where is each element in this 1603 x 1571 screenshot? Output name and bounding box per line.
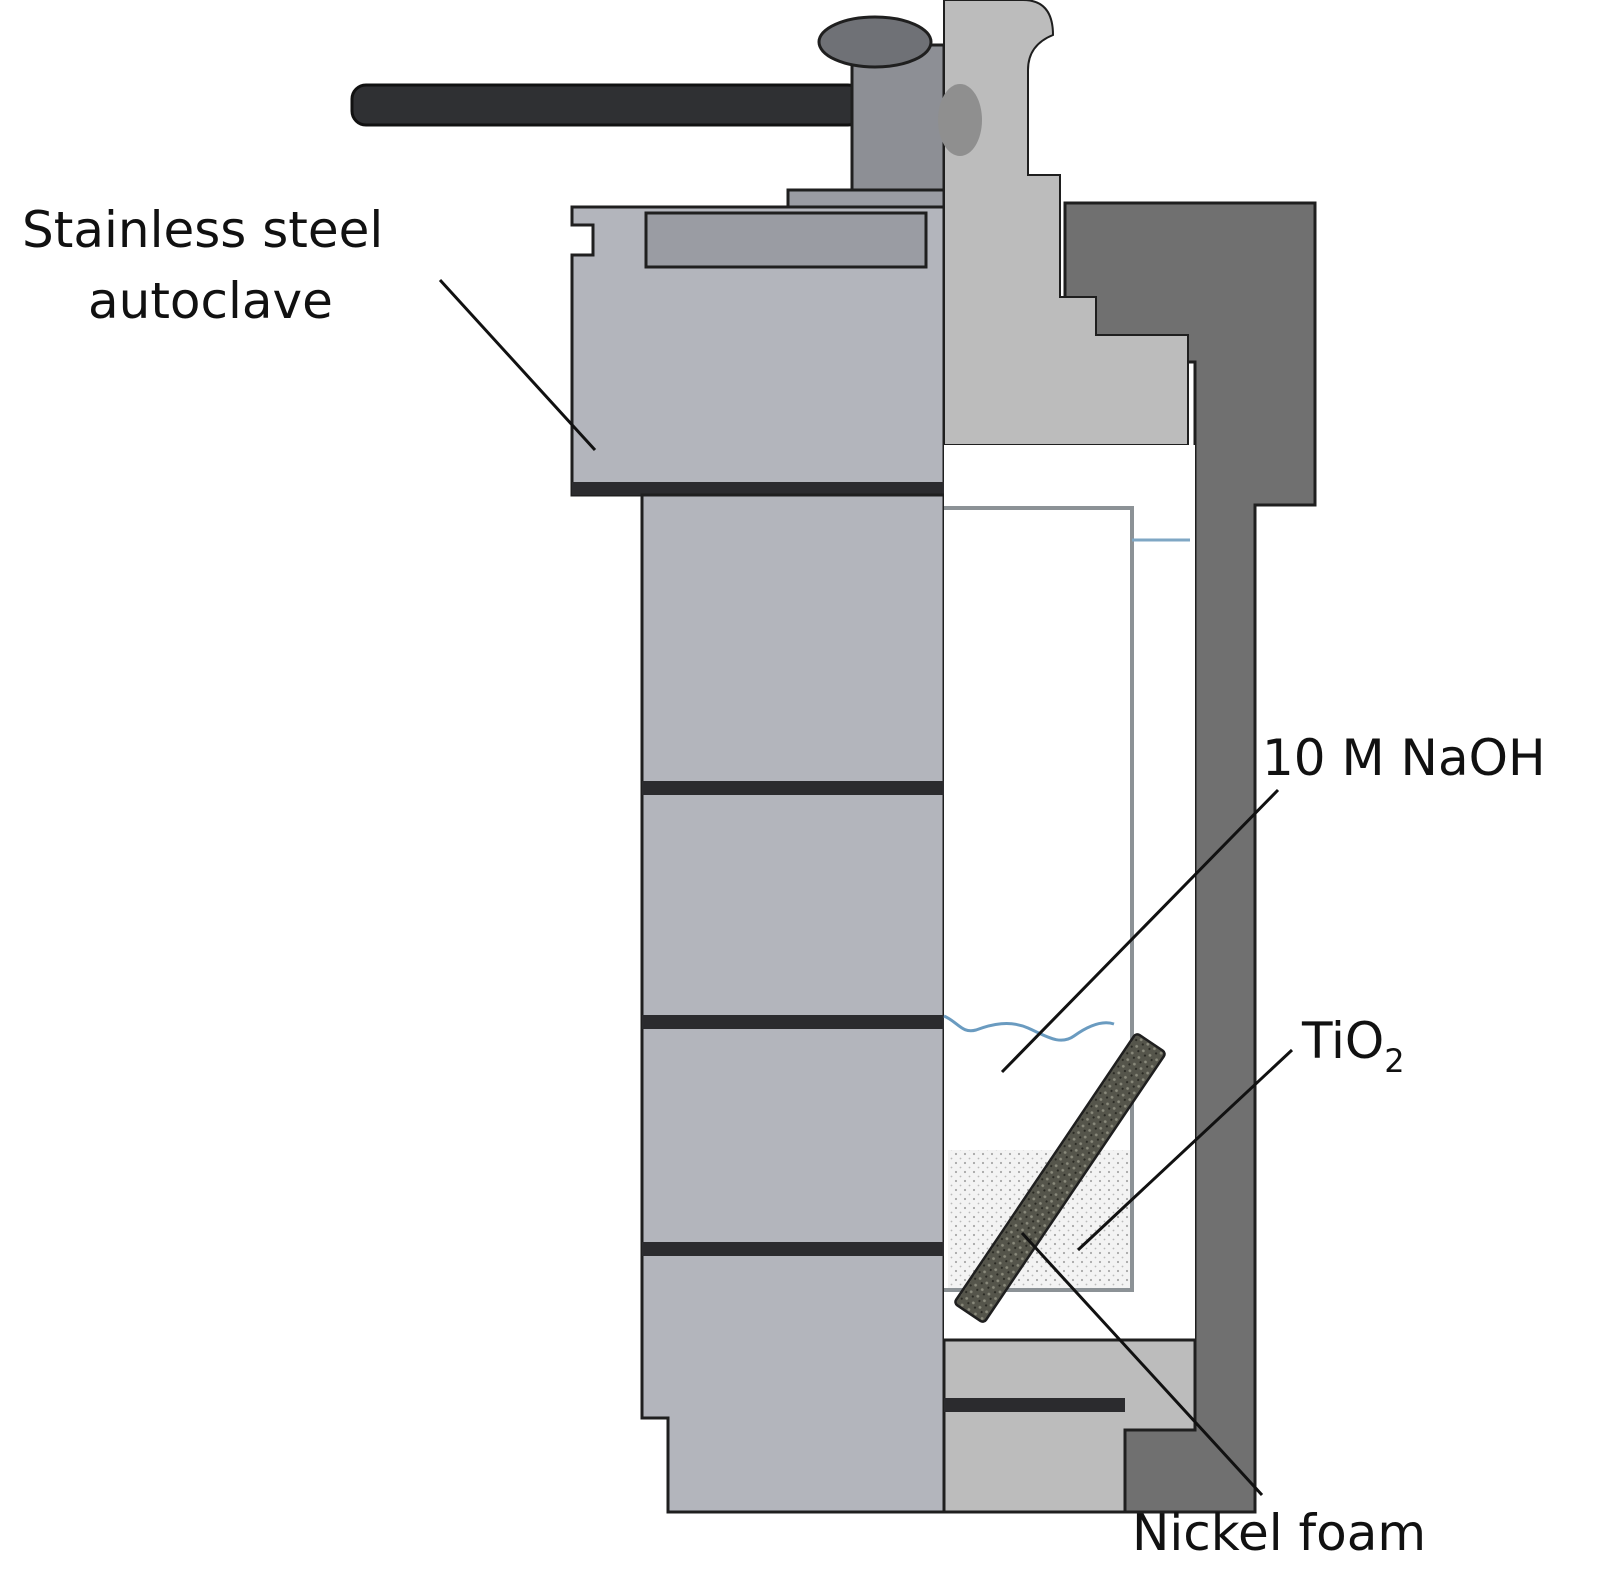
label-autoclave-line2: autoclave [88, 272, 333, 330]
body-groove-3 [642, 1242, 944, 1256]
autoclave-cutaway [938, 0, 1317, 1514]
labels: Stainless steel autoclave 10 M NaOH TiO2… [22, 201, 1546, 1562]
leader-tio2 [1076, 1048, 1294, 1252]
base-dark-band [944, 1398, 1125, 1412]
label-tio2: TiO2 [1301, 1012, 1405, 1080]
cap-groove [572, 482, 944, 495]
leader-lines [438, 278, 1294, 1497]
handle-hub [850, 43, 946, 195]
leader-autoclave [438, 278, 597, 452]
ptfe-lid-section [943, 0, 1189, 446]
vessel-body [640, 493, 946, 1514]
leader-nickel-foam [1020, 1231, 1264, 1497]
cap-ring [786, 188, 946, 210]
label-tio2-subscript: 2 [1384, 1042, 1404, 1080]
body-groove-2 [642, 1015, 944, 1029]
label-nickel-foam: Nickel foam [1132, 1504, 1426, 1562]
label-autoclave-line1: Stainless steel [22, 201, 383, 259]
liner-base-section [942, 1338, 1197, 1514]
leader-naoh [1000, 788, 1280, 1074]
nickel-foam-strip [954, 1033, 1166, 1323]
cap-inset [644, 211, 928, 269]
lid-shadow [938, 84, 982, 156]
naoh-surface [943, 1014, 1115, 1042]
body-groove-1 [642, 781, 944, 795]
label-tio2-main: TiO [1301, 1012, 1384, 1070]
ptfe-liner [944, 506, 1134, 1292]
label-naoh: 10 M NaOH [1262, 729, 1546, 787]
tightening-handle [350, 83, 864, 127]
autoclave-exterior [350, 15, 946, 1514]
knob-top [817, 15, 933, 69]
